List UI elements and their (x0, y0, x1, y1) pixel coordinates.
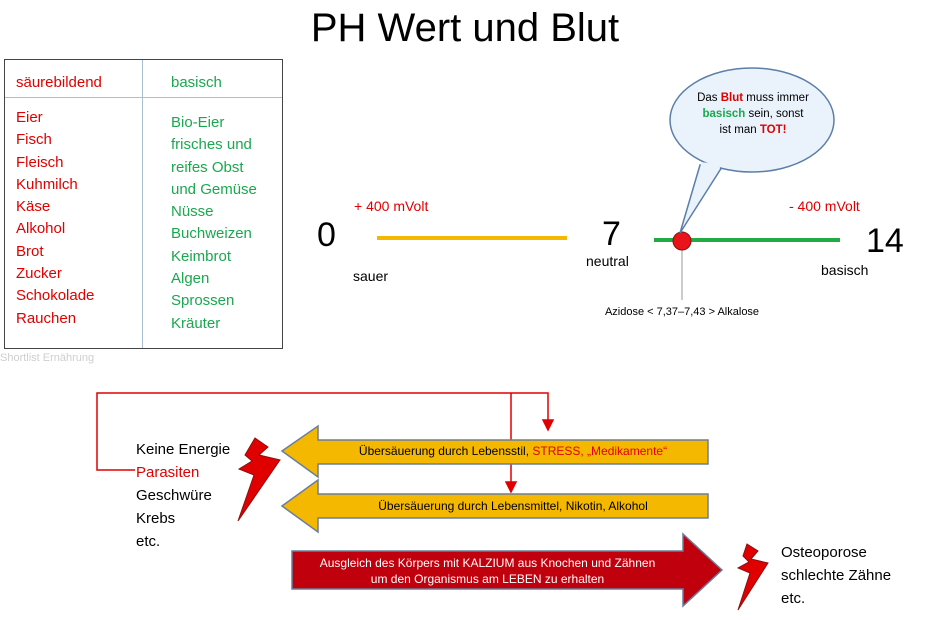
speech-bubble-text: Das Blut muss immer basisch sein, sonst … (697, 90, 809, 138)
acid-food-item: Käse (16, 198, 51, 216)
base-food-item: Keimbrot (171, 247, 232, 265)
arrow-lifestyle-highlight: STRESS, „Medikamente“ (532, 444, 668, 458)
arrow-calcium-line1: Ausgleich des Körpers mit KALZIUM aus Kn… (319, 556, 656, 570)
acid-food-item: Kuhmilch (16, 175, 78, 193)
blood-range-label: Azidose < 7,37–7,43 > Alkalose (604, 306, 760, 318)
lightning-bolt-icon (237, 437, 281, 522)
arrow-lifestyle-acidification (280, 424, 709, 479)
base-food-list: Bio-Eier frisches und reifes Obst und Gemüs… (171, 112, 257, 335)
acid-food-item: Fisch (16, 131, 52, 149)
neutral-label: neutral (586, 253, 629, 269)
effect-item: etc. (781, 590, 806, 607)
acid-mvolt-label: + 400 mVolt (354, 198, 429, 214)
acid-column-header: säurebildend (16, 74, 102, 91)
base-column-header: basisch (171, 74, 222, 91)
base-food-item: Bio-Eier (171, 114, 225, 131)
effect-item: schlechte Zähne (781, 567, 892, 584)
ph-value-14: 14 (866, 222, 904, 260)
base-food-item: reifes Obst (171, 158, 244, 176)
lightning-bolt-icon (736, 543, 769, 611)
ph-value-0: 0 (317, 216, 336, 254)
base-mvolt-label: - 400 mVolt (789, 198, 860, 214)
ph-value-7: 7 (602, 215, 621, 253)
arrow-food-text: Übersäuerung durch Lebensmittel, Nikotin… (378, 499, 648, 513)
base-food-item: Sprossen (171, 292, 235, 310)
acid-food-item: Rauchen (16, 309, 77, 327)
acid-food-item: Zucker (16, 265, 62, 283)
arrow-lifestyle-prefix: Übersäuerung durch Lebensstil, (358, 444, 533, 458)
effect-item: etc. (136, 533, 161, 550)
effect-item: Krebs (136, 510, 176, 527)
bubble-text-part: Das (697, 92, 721, 104)
base-food-item: Buchweizen (171, 225, 252, 243)
bubble-blood-word: Blut (720, 92, 744, 104)
bubble-text-part: muss immer (743, 92, 809, 104)
base-food-item: frisches und (171, 136, 252, 154)
bubble-dead-word: TOT! (759, 124, 787, 136)
acid-food-item: Eier (16, 109, 43, 126)
acidosis-effects-list: Keine Energie Parasiten Geschwüre Krebs … (136, 438, 230, 553)
bubble-text-part: sein, sonst ist man (719, 108, 804, 136)
arrow-calcium-compensation (291, 532, 724, 608)
base-food-item: und Gemüse (171, 180, 257, 198)
feedback-lines (96, 392, 555, 494)
table-header-row (5, 60, 282, 98)
base-food-item: Nüsse (171, 203, 214, 221)
arrow-calcium-text: Ausgleich des Körpers mit KALZIUM aus Kn… (292, 555, 683, 587)
base-food-item: Kräuter (171, 314, 221, 332)
table-column-divider (142, 60, 143, 348)
effect-item: Osteoporose (781, 544, 867, 561)
bubble-basic-word: basisch (702, 108, 746, 120)
arrow-calcium-line2: um den Organismus am LEBEN zu erhalten (370, 572, 605, 586)
effect-item: Geschwüre (136, 487, 212, 504)
acid-food-item: Alkohol (16, 220, 66, 238)
speech-bubble (669, 67, 835, 234)
effect-item-parasites: Parasiten (136, 464, 200, 481)
acid-label: sauer (353, 268, 389, 284)
acid-food-item: Brot (16, 242, 44, 260)
base-food-item: Algen (171, 270, 210, 288)
acid-food-item: Schokolade (16, 287, 95, 305)
effect-item: Keine Energie (136, 441, 231, 458)
calcium-loss-effects-list: Osteoporose schlechte Zähne etc. (781, 541, 891, 610)
blood-ph-marker (672, 231, 692, 251)
arrow-lifestyle-text: Übersäuerung durch Lebensstil, STRESS, „… (318, 444, 708, 458)
source-label: Shortlist Ernährung (0, 352, 95, 364)
basic-label: basisch (821, 262, 869, 278)
page-title: PH Wert und Blut (310, 6, 620, 50)
acid-food-item: Fleisch (16, 153, 64, 171)
arrow-food-acidification (280, 478, 709, 534)
